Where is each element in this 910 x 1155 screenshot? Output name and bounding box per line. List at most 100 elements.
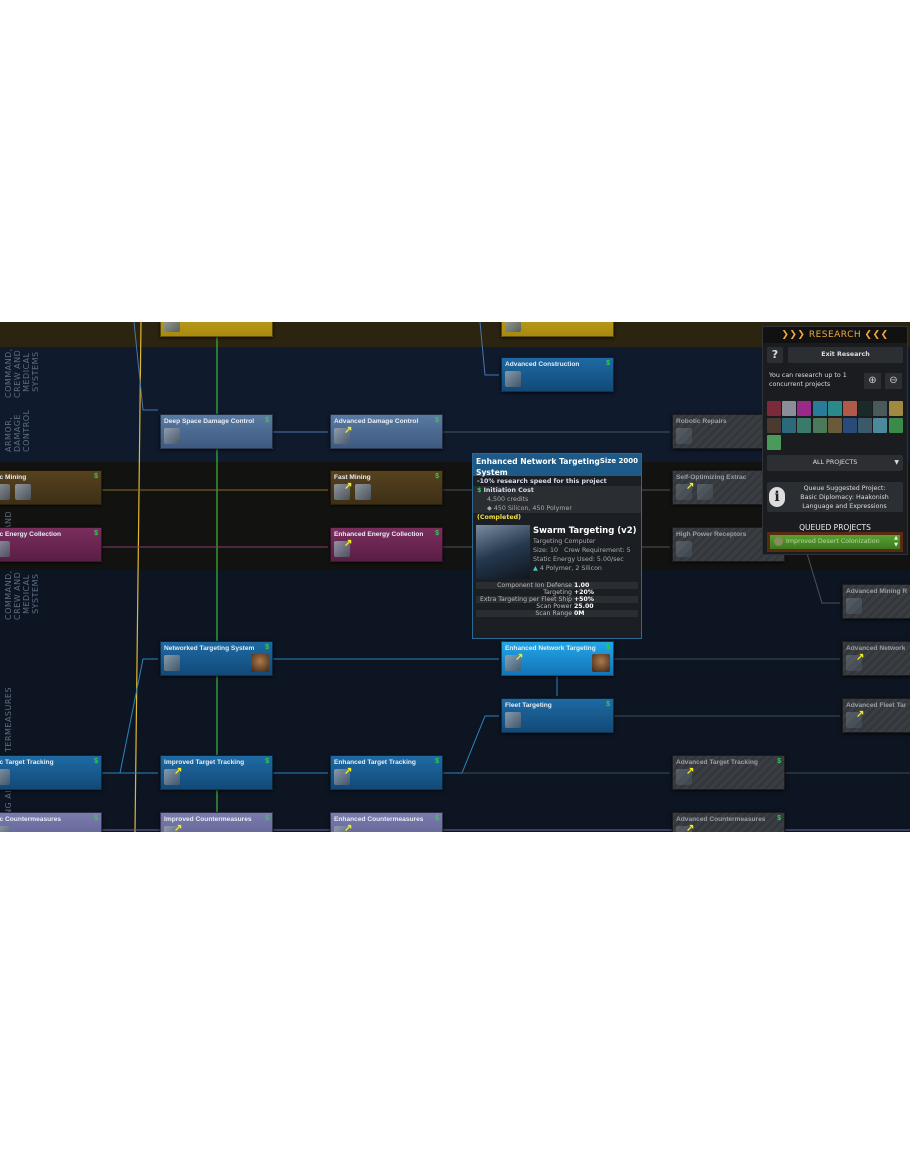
concurrent-info: You can research up to 1 concurrent proj… [769, 372, 847, 388]
credits-icon: $ [435, 758, 439, 765]
suggest-label: Queue Suggested Project: [803, 485, 886, 492]
tech-node[interactable]: sic Target Tracking $ [0, 755, 102, 790]
tech-icon [505, 712, 521, 728]
category-filter-icon[interactable] [888, 418, 903, 433]
credits-icon: $ [435, 417, 439, 424]
category-filter-icon[interactable] [888, 401, 903, 416]
tech-node[interactable]: Advanced Target Tracking↗$ [672, 755, 785, 790]
credits-icon: $ [606, 360, 610, 367]
tech-node-label: Enhanced Countermeasures [334, 816, 424, 823]
queued-item[interactable]: Improved Desert Colonization ▲▼ [770, 535, 900, 549]
tech-node[interactable]: Improved Countermeasures↗$ [160, 812, 273, 832]
stat-value: 0M [574, 610, 585, 617]
research-panel: ❯❯❯ RESEARCH ❮❮❮ ? Exit Research You can… [762, 326, 908, 555]
category-filter-icon[interactable] [812, 401, 827, 416]
research-tree-viewport[interactable]: COMMAND, CREW AND MEDICAL SYSTEMS ARMOR,… [0, 322, 910, 832]
component-energy: Static Energy Used: 5.00/sec [533, 556, 624, 563]
tech-node[interactable]: Fast Mining↗$ [330, 470, 443, 505]
tech-node-label: Robotic Repairs [676, 418, 727, 425]
credits-icon: $ [265, 644, 269, 651]
tech-node[interactable]: Fleet Targeting$ [501, 698, 614, 733]
tech-node[interactable] [501, 322, 614, 337]
tech-icon [164, 826, 180, 832]
stat-row: Targeting+20% [476, 589, 638, 596]
category-filter-icon[interactable] [782, 401, 797, 416]
tech-node-label: Improved Countermeasures [164, 816, 252, 823]
tech-node[interactable]: Enhanced Network Targeting↗$ [501, 641, 614, 676]
queue-suggested-button[interactable]: i Queue Suggested Project: Basic Diploma… [767, 482, 903, 512]
tech-node-label: Advanced Countermeasures [676, 816, 766, 823]
tech-node[interactable]: Enhanced Energy Collection↗$ [330, 527, 443, 562]
tech-node[interactable]: Advanced Countermeasures↗$ [672, 812, 785, 832]
credits-icon: $ [94, 815, 98, 822]
category-filter-icon[interactable] [858, 401, 873, 416]
credits-icon: $ [94, 758, 98, 765]
tech-node[interactable]: sic Mining$ [0, 470, 102, 505]
tech-node[interactable]: Enhanced Countermeasures↗$ [330, 812, 443, 832]
credits-icon: $ [777, 815, 781, 822]
upgrade-arrow-icon: ↗ [344, 425, 353, 436]
category-filter-icon[interactable] [843, 401, 857, 416]
tech-node-label: Advanced Construction [505, 361, 580, 368]
tech-node[interactable]: Advanced Construction $ [501, 357, 614, 392]
credits-icon: $ [265, 417, 269, 424]
tech-node[interactable]: Advanced Damage Control↗$ [330, 414, 443, 449]
timeline-marker-yellow [134, 322, 142, 832]
tech-node[interactable]: Advanced Network↗$ [842, 641, 910, 676]
tech-node[interactable]: Networked Targeting System$ [160, 641, 273, 676]
category-filter-icon[interactable] [843, 418, 857, 433]
stat-label: Scan Range [535, 610, 572, 617]
tech-icon [334, 541, 350, 557]
tech-node[interactable]: Deep Space Damage Control$ [160, 414, 273, 449]
upgrade-arrow-icon: ↗ [686, 766, 695, 777]
tech-node[interactable]: sic Countermeasures $ [0, 812, 102, 832]
tech-node-label: sic Mining [0, 474, 27, 481]
tech-icon [334, 769, 350, 785]
tech-node-label: sic Countermeasures [0, 816, 62, 823]
filter-label: ALL PROJECTS [812, 459, 858, 466]
category-filter-icon[interactable] [797, 401, 812, 416]
tech-node-label: sic Target Tracking [0, 759, 54, 766]
project-filter-dropdown[interactable]: ALL PROJECTS ▼ [767, 455, 903, 471]
tech-icon [164, 655, 180, 671]
tech-icon [676, 428, 692, 444]
upgrade-arrow-icon: ↗ [856, 709, 865, 720]
help-button[interactable]: ? [767, 347, 783, 363]
credits-icon: $ [265, 815, 269, 822]
queue-list: Improved Desert Colonization ▲▼ [767, 532, 903, 552]
chevrons-right-icon: ❮❮❮ [864, 330, 889, 340]
category-filter-icon[interactable] [767, 401, 781, 416]
category-filter-icon[interactable] [873, 418, 888, 433]
tech-node[interactable]: Advanced Mining R$ [842, 584, 910, 619]
tech-node[interactable]: Enhanced Target Tracking↗$ [330, 755, 443, 790]
zoom-in-button[interactable]: ⊕ [864, 373, 881, 389]
reorder-arrows-icon[interactable]: ▲▼ [894, 535, 898, 548]
exit-research-button[interactable]: Exit Research [788, 347, 903, 363]
polymer-icon: ▲ [533, 565, 538, 572]
zoom-out-button[interactable]: ⊖ [885, 373, 902, 389]
upgrade-arrow-icon: ↗ [344, 538, 353, 549]
tech-node[interactable]: sic Energy Collection$ [0, 527, 102, 562]
tooltip-size: Size 2000 [599, 457, 638, 465]
category-filter-icon[interactable] [797, 418, 812, 433]
tech-node[interactable]: Improved Target Tracking↗$ [160, 755, 273, 790]
tech-node[interactable]: Advanced Fleet Tar↗$ [842, 698, 910, 733]
stat-label: Component Ion Defense [497, 582, 572, 589]
category-filter-icon[interactable] [767, 435, 781, 450]
tech-icon [505, 371, 521, 387]
category-filter-icon[interactable] [858, 418, 873, 433]
chevrons-left-icon: ❯❯❯ [781, 330, 806, 340]
category-filter-icon[interactable] [873, 401, 888, 416]
tech-node-label: Advanced Fleet Tar [846, 702, 907, 709]
tech-node[interactable] [160, 322, 273, 337]
tech-icon [355, 484, 371, 500]
cost-credits: 4,500 credits [487, 496, 529, 503]
category-filter-icon[interactable] [767, 418, 781, 433]
category-filter-icon[interactable] [827, 418, 842, 433]
category-filter-icon[interactable] [827, 401, 842, 416]
category-filter-icon[interactable] [812, 418, 827, 433]
tech-node-label: Advanced Target Tracking [676, 759, 758, 766]
tech-icon [334, 428, 350, 444]
category-filter-icon[interactable] [782, 418, 797, 433]
